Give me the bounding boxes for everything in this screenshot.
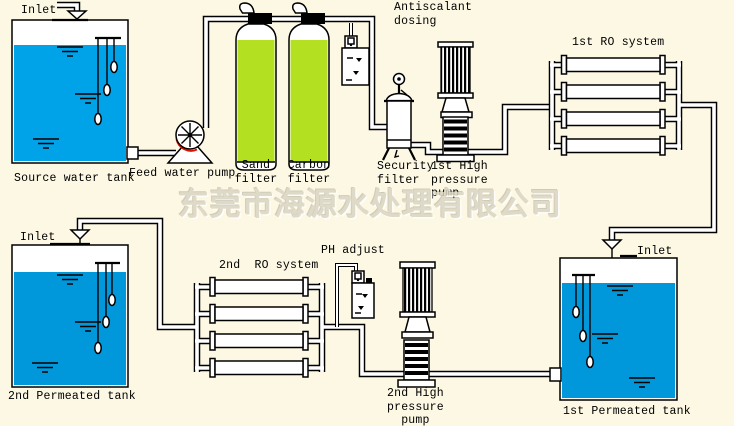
- level-floats-source-tank: [94, 36, 121, 126]
- permeated-tank-1st: [559, 257, 678, 401]
- label-hp-pump-2nd: 2nd High pressure pump: [387, 387, 444, 426]
- ro1-membrane-vessel: [565, 57, 661, 73]
- ro1-membrane-vessel: [565, 138, 661, 154]
- antiscalant-dosing-unit: [341, 35, 370, 86]
- permeated-tank-2nd-water: [14, 272, 126, 385]
- label-ph-adjust: PH adjust: [321, 244, 385, 257]
- high-pressure-pump-2nd-icon: [397, 261, 436, 388]
- carbon-filter-valve-icon: [301, 13, 325, 24]
- label-inlet-source: Inlet: [21, 4, 57, 17]
- sand-filter-vessel: [235, 2, 277, 171]
- label-source-tank: Source water tank: [14, 172, 135, 185]
- pump2-motor: [402, 267, 433, 313]
- label-permeated-tank-1st: 1st Permeated tank: [563, 405, 691, 418]
- antiscalant-dosing-tank: [341, 47, 370, 86]
- permeated-tank-2nd: [11, 244, 129, 388]
- permeated-tank-1st-outlet-flange: [549, 367, 562, 382]
- label-antiscalant-dosing: Antiscalant dosing: [394, 1, 473, 28]
- label-feed-pump: Feed water pump: [129, 167, 236, 180]
- security-filter-vessel: [382, 72, 416, 161]
- permeated-tank-1st-water: [562, 283, 675, 398]
- sand-filter-spout-icon: [239, 2, 255, 14]
- inlet-funnel-permeated-1st: [601, 239, 637, 258]
- ro2-membrane-vessel: [214, 333, 304, 349]
- carbon-filter-vessel: [288, 2, 330, 171]
- inlet-funnel-source: [52, 10, 88, 22]
- ro1-membrane-vessel: [565, 84, 661, 100]
- label-permeated-tank-2nd: 2nd Permeated tank: [8, 390, 136, 403]
- ro-system-1st: [560, 54, 666, 156]
- label-inlet-1st-permeated: Inlet: [637, 245, 673, 258]
- level-floats-permeated-2nd: [94, 261, 120, 355]
- ro2-membrane-vessel: [214, 279, 304, 295]
- pump1-motor: [440, 46, 471, 94]
- label-carbon-filter: Carbon filter: [287, 159, 331, 186]
- ro-system-2nd: [209, 276, 309, 378]
- label-inlet-2nd-permeated: Inlet: [20, 231, 56, 244]
- high-pressure-pump-1st-icon: [436, 41, 475, 163]
- ph-adjust-dosing-unit: [351, 270, 375, 319]
- label-sand-filter: Sand filter: [234, 159, 278, 186]
- ro1-membrane-vessel: [565, 111, 661, 127]
- label-ro-system-2nd: 2nd RO system: [219, 259, 319, 272]
- source-tank-outlet-flange: [126, 146, 139, 160]
- label-hp-pump-1st: 1st High pressure pump: [431, 160, 488, 200]
- carbon-filter-media: [290, 40, 328, 162]
- label-security-filter: Security filter: [377, 160, 434, 187]
- carbon-filter-spout-icon: [292, 2, 308, 14]
- inlet-funnel-permeated-2nd: [50, 229, 91, 246]
- label-ro-system-1st: 1st RO system: [572, 36, 665, 49]
- sand-filter-valve-icon: [248, 13, 272, 24]
- ro2-membrane-vessel: [214, 360, 304, 376]
- source-tank-water: [14, 45, 126, 161]
- sand-filter-media: [237, 40, 275, 162]
- level-floats-permeated-1st: [572, 273, 595, 369]
- ro2-membrane-vessel: [214, 306, 304, 322]
- ph-dosing-tank: [351, 282, 375, 319]
- feed-water-pump-icon: [166, 120, 214, 164]
